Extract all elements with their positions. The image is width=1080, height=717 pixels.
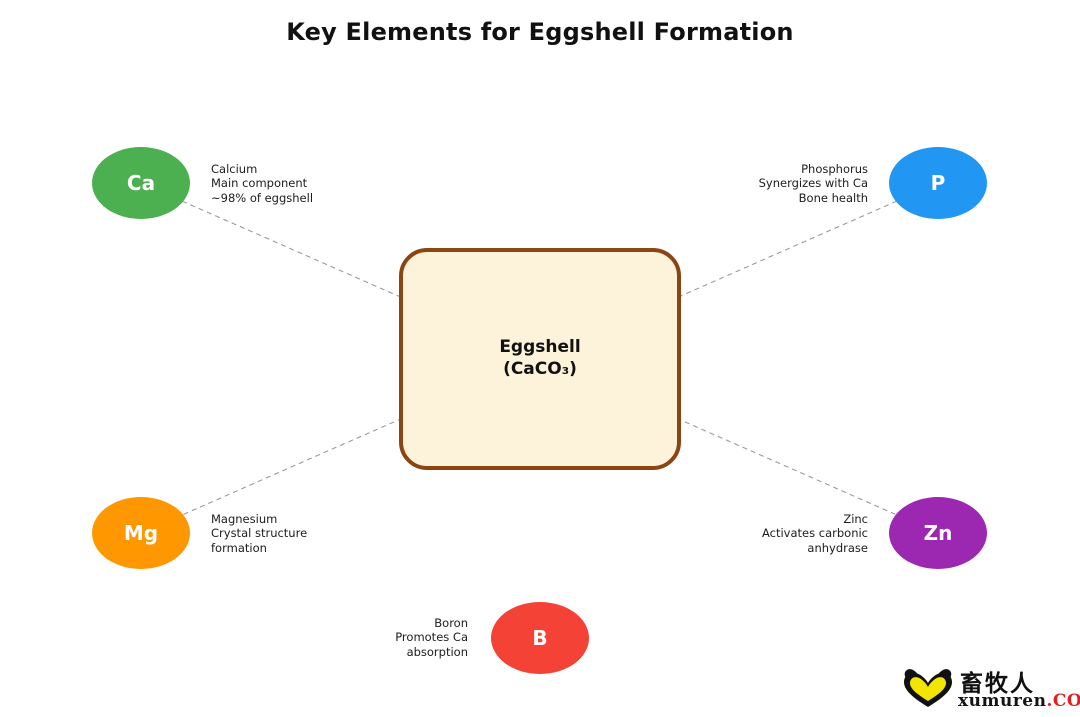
caption-line: Promotes Ca bbox=[395, 630, 468, 645]
eggshell-center-line1: Eggshell bbox=[499, 337, 581, 357]
element-node-mg[interactable]: Mg bbox=[92, 497, 190, 569]
heart-logo-icon bbox=[904, 669, 952, 707]
element-caption-b: Boron Promotes Ca absorption bbox=[395, 616, 468, 659]
element-symbol-p: P bbox=[930, 171, 946, 195]
watermark-url-name: xumuren bbox=[958, 691, 1047, 711]
eggshell-center-label: Eggshell (CaCO₃) bbox=[399, 336, 681, 381]
caption-line: Phosphorus bbox=[801, 162, 868, 176]
watermark-url-tld: .COM bbox=[1046, 691, 1080, 711]
eggshell-center-box[interactable] bbox=[399, 248, 681, 470]
caption-line: Zinc bbox=[843, 512, 868, 526]
element-node-b[interactable]: B bbox=[491, 602, 589, 674]
caption-line: formation bbox=[211, 540, 267, 555]
page-title: Key Elements for Eggshell Formation bbox=[286, 18, 794, 46]
caption-line: Magnesium bbox=[211, 512, 278, 526]
element-caption-p: Phosphorus Synergizes with Ca Bone healt… bbox=[759, 162, 868, 205]
caption-line: anhydrase bbox=[807, 540, 868, 555]
element-node-ca[interactable]: Ca bbox=[92, 147, 190, 219]
element-symbol-mg: Mg bbox=[123, 521, 159, 545]
watermark-url: xumuren.COM bbox=[958, 691, 1080, 711]
element-node-zn[interactable]: Zn bbox=[889, 497, 987, 569]
caption-line: ~98% of eggshell bbox=[211, 190, 314, 205]
caption-line: Crystal structure bbox=[211, 526, 308, 541]
element-caption-mg: Magnesium Crystal structure formation bbox=[211, 512, 307, 555]
caption-line: Boron bbox=[434, 616, 468, 630]
watermark: 畜牧人 xumuren.COM bbox=[900, 664, 1080, 714]
caption-line: Synergizes with Ca bbox=[758, 176, 868, 191]
element-caption-ca: Calcium Main component ~98% of eggshell bbox=[211, 162, 313, 205]
eggshell-center-line2: (CaCO₃) bbox=[503, 359, 577, 380]
watermark-chinese-text: 畜牧人 bbox=[960, 671, 1035, 697]
caption-line: Activates carbonic bbox=[761, 526, 868, 541]
element-caption-zn: Zinc Activates carbonic anhydrase bbox=[762, 512, 868, 555]
caption-line: Calcium bbox=[211, 162, 258, 176]
element-symbol-zn: Zn bbox=[923, 521, 953, 545]
element-node-p[interactable]: P bbox=[889, 147, 987, 219]
caption-line: Bone health bbox=[798, 190, 868, 205]
caption-line: Main component bbox=[211, 176, 308, 191]
element-symbol-ca: Ca bbox=[126, 171, 156, 195]
element-symbol-b: B bbox=[532, 626, 548, 650]
caption-line: absorption bbox=[406, 644, 468, 659]
